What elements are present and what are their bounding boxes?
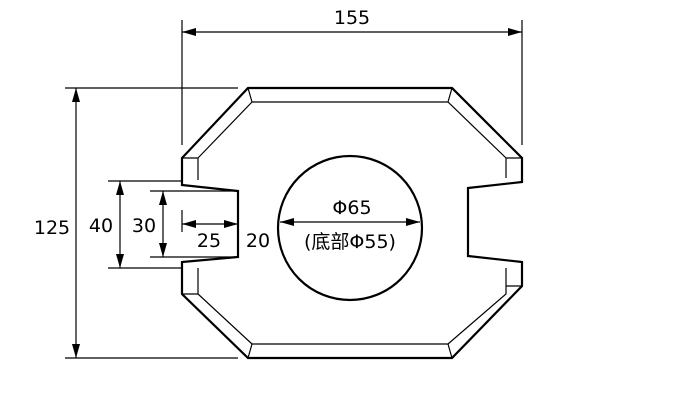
part-outline-bevel-bottom — [182, 268, 522, 359]
arrow-155-right — [508, 28, 522, 36]
dim-label-30: 30 — [132, 215, 156, 237]
arrow-155-left — [182, 28, 196, 36]
arrow-diameter-left — [280, 218, 294, 226]
dim-label-40: 40 — [89, 215, 113, 237]
arrow-30-top — [159, 191, 167, 205]
arrow-40-bottom — [116, 254, 124, 268]
arrow-25-right — [224, 220, 238, 228]
arrow-125-top — [72, 88, 80, 102]
arrow-30-bottom — [159, 243, 167, 257]
part-outline-bevel — [182, 87, 522, 180]
hole-bottom-diameter-label: (底部Φ55) — [304, 231, 396, 253]
dim-label-125: 125 — [34, 217, 70, 239]
arrow-25-left — [182, 220, 196, 228]
dim-label-25: 25 — [197, 230, 221, 252]
arrow-125-bottom — [72, 344, 80, 358]
arrow-40-top — [116, 181, 124, 195]
dim-label-155: 155 — [334, 7, 370, 29]
dim-label-20: 20 — [246, 230, 270, 252]
hole-diameter-label: Φ65 — [332, 197, 371, 219]
center-hole — [276, 154, 424, 302]
arrow-diameter-right — [406, 218, 420, 226]
